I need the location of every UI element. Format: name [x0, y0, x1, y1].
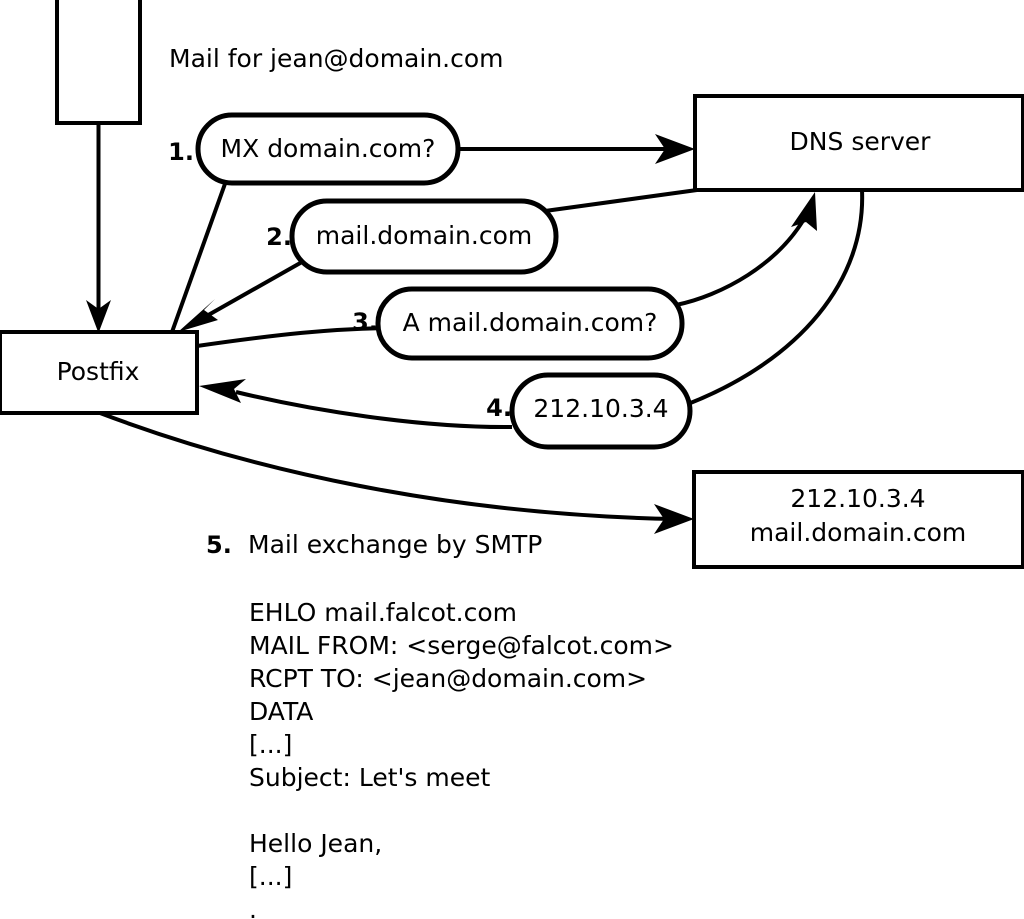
arrow-head-icon: [791, 192, 817, 231]
dns-server-label: DNS server: [790, 127, 932, 156]
step-5-label: Mail exchange by SMTP: [248, 530, 542, 559]
node-dns-server: DNS server: [693, 94, 1024, 192]
connector-line: [170, 180, 228, 333]
step-2-group: 2. mail.domain.com: [266, 198, 559, 275]
node-mail-host: 212.10.3.4 mail.domain.com: [692, 470, 1024, 569]
transcript-line: DATA: [249, 697, 313, 726]
transcript-line: .: [249, 895, 257, 919]
step-4-pill: [509, 372, 693, 450]
connector-step1-to-dns: [458, 134, 695, 164]
step-3-group: 3. A mail.domain.com?: [352, 286, 685, 361]
step-3-number: 3.: [352, 308, 378, 336]
connector-postfix-to-mailhost: [99, 411, 694, 534]
step-2-label: mail.domain.com: [316, 221, 532, 250]
mail-host-ip-label: 212.10.3.4: [790, 484, 925, 513]
step-1-group: 1. MX domain.com?: [168, 112, 461, 186]
transcript-line: MAIL FROM: <serge@falcot.com>: [249, 631, 674, 660]
step-3-label: A mail.domain.com?: [403, 308, 658, 337]
connector-dns-to-step4: [687, 189, 865, 406]
transcript-line: [...]: [249, 730, 292, 759]
connector-dns-to-step2: [544, 188, 698, 213]
connector-line: [99, 411, 677, 521]
connector-line: [544, 188, 698, 213]
arrow-head-icon: [655, 134, 695, 164]
step-1-label: MX domain.com?: [221, 134, 436, 163]
connector-postfix-to-step3: [196, 326, 387, 348]
client-box-rect: [55, 0, 142, 125]
step-2-number: 2.: [266, 223, 292, 251]
transcript-line: Subject: Let's meet: [249, 763, 490, 792]
step-4-group: 4. 212.10.3.4: [486, 372, 693, 450]
step-5-number: 5.: [206, 531, 232, 559]
postfix-box-rect: [0, 330, 199, 415]
step-1-pill: [195, 112, 461, 186]
connector-line: [675, 211, 810, 307]
step-4-label: 212.10.3.4: [533, 394, 668, 423]
arrow-head-icon: [654, 504, 694, 534]
connector-line: [196, 326, 387, 348]
connector-line: [195, 260, 303, 324]
mail-host-name-label: mail.domain.com: [750, 518, 966, 547]
connector-step4-to-postfix: [199, 379, 513, 430]
node-client-box: [55, 0, 142, 125]
transcript-line: RCPT TO: <jean@domain.com>: [249, 664, 647, 693]
postfix-label: Postfix: [57, 357, 140, 386]
step-1-number: 1.: [168, 138, 194, 166]
connector-step2-to-postfix: [178, 260, 303, 332]
step-2-pill: [289, 198, 559, 275]
transcript-line: [...]: [249, 862, 292, 891]
arrow-head-icon: [178, 299, 218, 332]
connector-line: [235, 390, 513, 430]
connector-line: [687, 189, 865, 406]
step-4-number: 4.: [486, 394, 512, 422]
connector-step3-to-dns: [675, 192, 817, 307]
connector-client-to-postfix: [86, 123, 111, 333]
arrow-head-icon: [86, 300, 111, 333]
step-3-pill: [375, 286, 685, 361]
dns-server-box-rect: [693, 94, 1024, 192]
mail-for-caption: Mail for jean@domain.com: [169, 44, 504, 73]
connector-postfix-to-step1: [170, 180, 228, 333]
transcript-line: Hello Jean,: [249, 829, 382, 858]
arrow-head-icon: [199, 379, 246, 403]
transcript-line: EHLO mail.falcot.com: [249, 598, 517, 627]
node-postfix: Postfix: [0, 330, 199, 415]
mail-host-box-rect: [692, 470, 1024, 569]
